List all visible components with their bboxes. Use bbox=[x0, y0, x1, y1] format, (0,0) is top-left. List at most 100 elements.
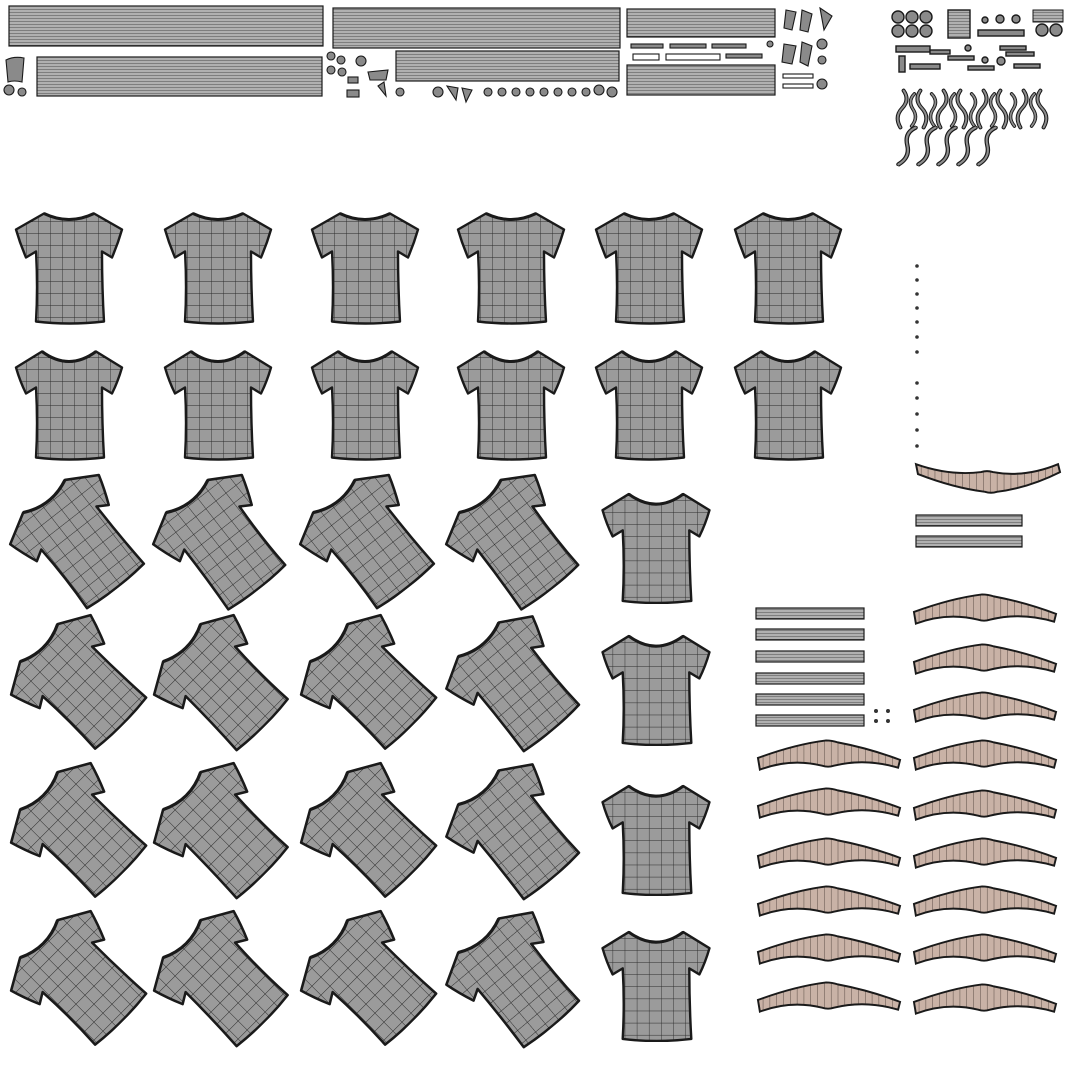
rail-strip bbox=[8, 5, 324, 47]
hanger-shell bbox=[756, 981, 902, 1013]
hook-curves bbox=[896, 90, 1048, 166]
tshirt-rotated-shell bbox=[0, 460, 162, 625]
tshirt-back-shell bbox=[456, 349, 566, 462]
bar-strip bbox=[915, 514, 1023, 527]
tshirt-front-shell bbox=[310, 211, 420, 326]
bar-strips-right bbox=[915, 514, 1023, 548]
dot-marker bbox=[915, 335, 919, 339]
tshirt-rotated-shell bbox=[0, 897, 163, 1063]
tshirt-rotated-shell bbox=[287, 749, 453, 915]
tshirt-rotated-shell bbox=[0, 749, 163, 915]
tshirt-rotated-shell bbox=[434, 460, 598, 625]
dot-marker bbox=[915, 306, 919, 310]
tshirt-rotated-shell bbox=[0, 601, 163, 767]
tshirt-rotated-shell bbox=[140, 897, 306, 1063]
tshirt-rotated-shell bbox=[433, 601, 599, 767]
hanger-shell bbox=[914, 463, 1062, 494]
dot-marker bbox=[915, 412, 919, 416]
dot-marker bbox=[915, 428, 919, 432]
small-dots-mid bbox=[874, 709, 890, 723]
dot-marker bbox=[915, 292, 919, 296]
hook-curve bbox=[948, 92, 958, 128]
hook-curve bbox=[977, 126, 997, 166]
bar-strip bbox=[755, 672, 865, 685]
bar-strip bbox=[755, 693, 865, 706]
tshirt-rotated-shell bbox=[287, 601, 453, 767]
tshirt-rotated-shell bbox=[433, 897, 599, 1063]
tshirt-rotated-shell bbox=[433, 749, 599, 915]
hanger-shell bbox=[912, 983, 1058, 1015]
hook-curve bbox=[917, 126, 937, 166]
tshirt-upright-shell bbox=[601, 784, 711, 896]
hanger-shell bbox=[912, 933, 1058, 965]
bar-strips-mid bbox=[755, 607, 865, 727]
tshirt-rotated-shell bbox=[288, 460, 452, 625]
hanger-shell bbox=[912, 691, 1058, 723]
rail-strip bbox=[626, 64, 776, 96]
hook-curve bbox=[937, 126, 957, 166]
tshirt-upright-shell bbox=[601, 930, 711, 1042]
hanger-shell bbox=[912, 789, 1058, 821]
tshirt-back-shell bbox=[163, 349, 273, 462]
rail-strip bbox=[36, 56, 323, 97]
tshirt-rotated-shell bbox=[140, 749, 306, 915]
rail-strip bbox=[395, 50, 620, 82]
bar-strip bbox=[755, 628, 865, 641]
hanger-shell bbox=[912, 837, 1058, 869]
tshirt-upright-shell bbox=[601, 634, 711, 746]
tshirt-front-shell bbox=[733, 211, 843, 326]
tshirt-front-shell bbox=[163, 211, 273, 326]
rail-strip bbox=[1032, 9, 1064, 23]
hook-curve bbox=[896, 90, 908, 127]
hook-curve bbox=[957, 126, 977, 166]
hanger-shell bbox=[912, 739, 1058, 771]
dot-marker bbox=[915, 381, 919, 385]
hanger-shell bbox=[756, 739, 902, 771]
hanger-shell bbox=[756, 787, 902, 819]
tshirt-front-shell bbox=[14, 211, 124, 326]
hook-curve bbox=[916, 90, 928, 127]
hook-curve bbox=[956, 90, 968, 127]
hook-curve bbox=[928, 92, 938, 128]
dot-marker bbox=[915, 264, 919, 268]
hook-curve bbox=[976, 90, 988, 127]
tshirt-back-shell bbox=[733, 349, 843, 462]
tshirt-upright-shell bbox=[601, 492, 711, 604]
hook-curve bbox=[1028, 92, 1038, 128]
dot-marker bbox=[915, 444, 919, 448]
dot-marker bbox=[915, 396, 919, 400]
hanger-shell bbox=[912, 643, 1058, 675]
rail-strips-top bbox=[8, 5, 1064, 97]
hook-curve bbox=[996, 90, 1008, 127]
bar-strip bbox=[915, 535, 1023, 548]
rail-strip bbox=[626, 8, 776, 38]
hanger-shell bbox=[912, 885, 1058, 917]
hanger-shell bbox=[756, 933, 902, 965]
tshirt-back-shell bbox=[14, 349, 124, 462]
dot-marker bbox=[915, 278, 919, 282]
bar-strip bbox=[755, 607, 865, 620]
tshirt-back-shell bbox=[594, 349, 704, 462]
dot-marker bbox=[915, 350, 919, 354]
hook-curve bbox=[897, 126, 917, 166]
small-parts-top-right bbox=[891, 9, 1063, 73]
tshirt-rotated-shell bbox=[287, 897, 453, 1063]
tshirt-back-shell bbox=[310, 349, 420, 462]
bar-strip bbox=[755, 714, 865, 727]
hanger-shell bbox=[756, 837, 902, 869]
hook-curve bbox=[1016, 90, 1028, 127]
hook-curve bbox=[936, 90, 948, 127]
hanger-shell bbox=[912, 593, 1058, 625]
hook-curve bbox=[1008, 92, 1018, 128]
hook-curve bbox=[908, 92, 918, 128]
rail-strip bbox=[332, 7, 621, 49]
tshirt-front-shell bbox=[456, 211, 566, 326]
hook-curve bbox=[1036, 90, 1048, 127]
tshirt-rotated-shell bbox=[140, 601, 306, 767]
dot-marker bbox=[915, 320, 919, 324]
small-parts-top bbox=[3, 6, 833, 104]
bar-strip bbox=[755, 650, 865, 663]
tshirt-shells bbox=[0, 211, 843, 1063]
hook-curve bbox=[968, 92, 978, 128]
